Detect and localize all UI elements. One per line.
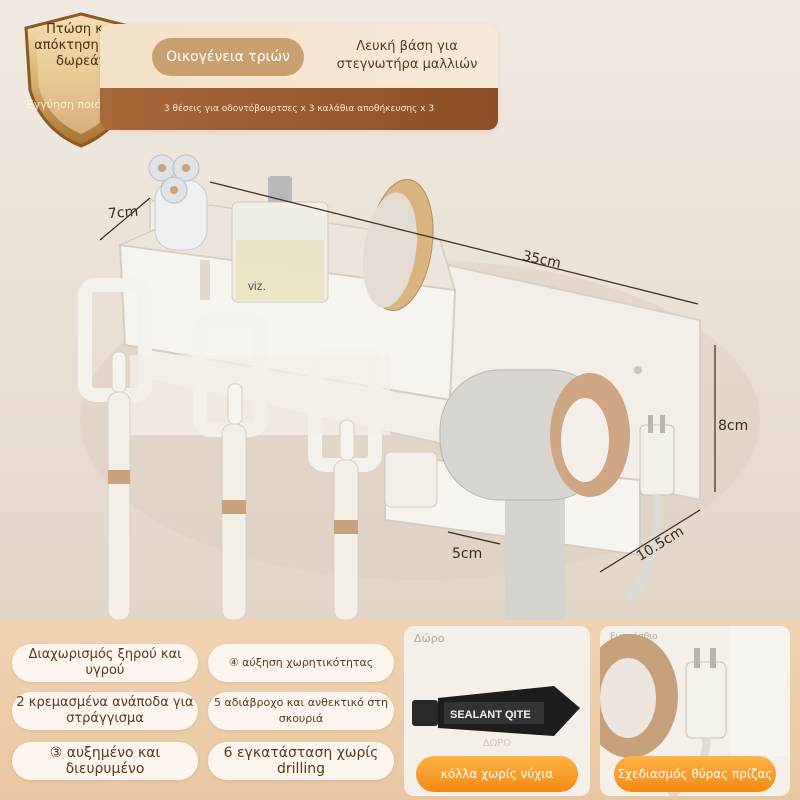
dim-height: 8cm bbox=[718, 418, 749, 434]
hair-dryer-icon bbox=[439, 369, 630, 620]
feature-dry-wet: Διαχωρισμός ξηρού και υγρού bbox=[12, 644, 198, 682]
family-pill: Οικογένεια τριών bbox=[152, 38, 304, 76]
bottle-label: viz. bbox=[248, 279, 266, 293]
plug-icon bbox=[626, 415, 675, 603]
toothbrush-hooks bbox=[78, 278, 390, 472]
bottle-icon: viz. bbox=[231, 176, 329, 303]
dryer-base-text: Λευκή βάση για στεγνωτήρα μαλλιών bbox=[336, 39, 478, 72]
glue-button[interactable]: κόλλα χωρίς νύχια bbox=[416, 756, 578, 792]
product-illustration: viz. bbox=[78, 154, 716, 620]
feature-enlarged: ③ αυξημένο και διευρυμένο bbox=[12, 742, 198, 780]
feature-no-drilling: 6 εγκατάσταση χωρίς drilling bbox=[208, 742, 394, 780]
socket-photo: Εμπρόσθιο Σχεδιασμός θύρας πρίζας bbox=[600, 626, 790, 796]
dim-holder: 5cm bbox=[452, 546, 483, 562]
gift-label: Δώρο bbox=[414, 632, 445, 645]
feature-capacity: ④ αύξηση χωρητικότητας bbox=[208, 644, 394, 682]
features-section: Διαχωρισμός ξηρού και υγρού ④ αύξηση χωρ… bbox=[0, 620, 800, 800]
gift-caption: ΔΩΡΟ bbox=[482, 738, 512, 749]
brush-icon bbox=[363, 178, 434, 312]
gift-photo: Δώρο SEALANT QITE ΔΩΡΟ κόλλα χωρίς νύχια bbox=[404, 626, 590, 796]
top-banner: Οικογένεια τριών Λευκή βάση για στεγνωτή… bbox=[100, 24, 498, 130]
toothbrush-icon bbox=[107, 351, 359, 620]
shaver-icon bbox=[148, 154, 208, 251]
feature-waterproof: 5 αδιάβροχο και ανθεκτικό στη σκουριά bbox=[208, 692, 394, 730]
product-scene: viz. bbox=[0, 0, 800, 620]
dim-depth: 7cm bbox=[107, 203, 139, 223]
feature-drain: 2 κρεμασμένα ανάποδα για στράγγισμα bbox=[12, 692, 198, 730]
slots-text: 3 θέσεις για οδοντόβουρτσες x 3 καλάθια … bbox=[100, 88, 498, 130]
tube-text: SEALANT QITE bbox=[450, 709, 531, 721]
sealant-tube-icon: SEALANT QITE bbox=[412, 686, 580, 736]
socket-design-button[interactable]: Σχεδιασμός θύρας πρίζας bbox=[614, 756, 776, 792]
